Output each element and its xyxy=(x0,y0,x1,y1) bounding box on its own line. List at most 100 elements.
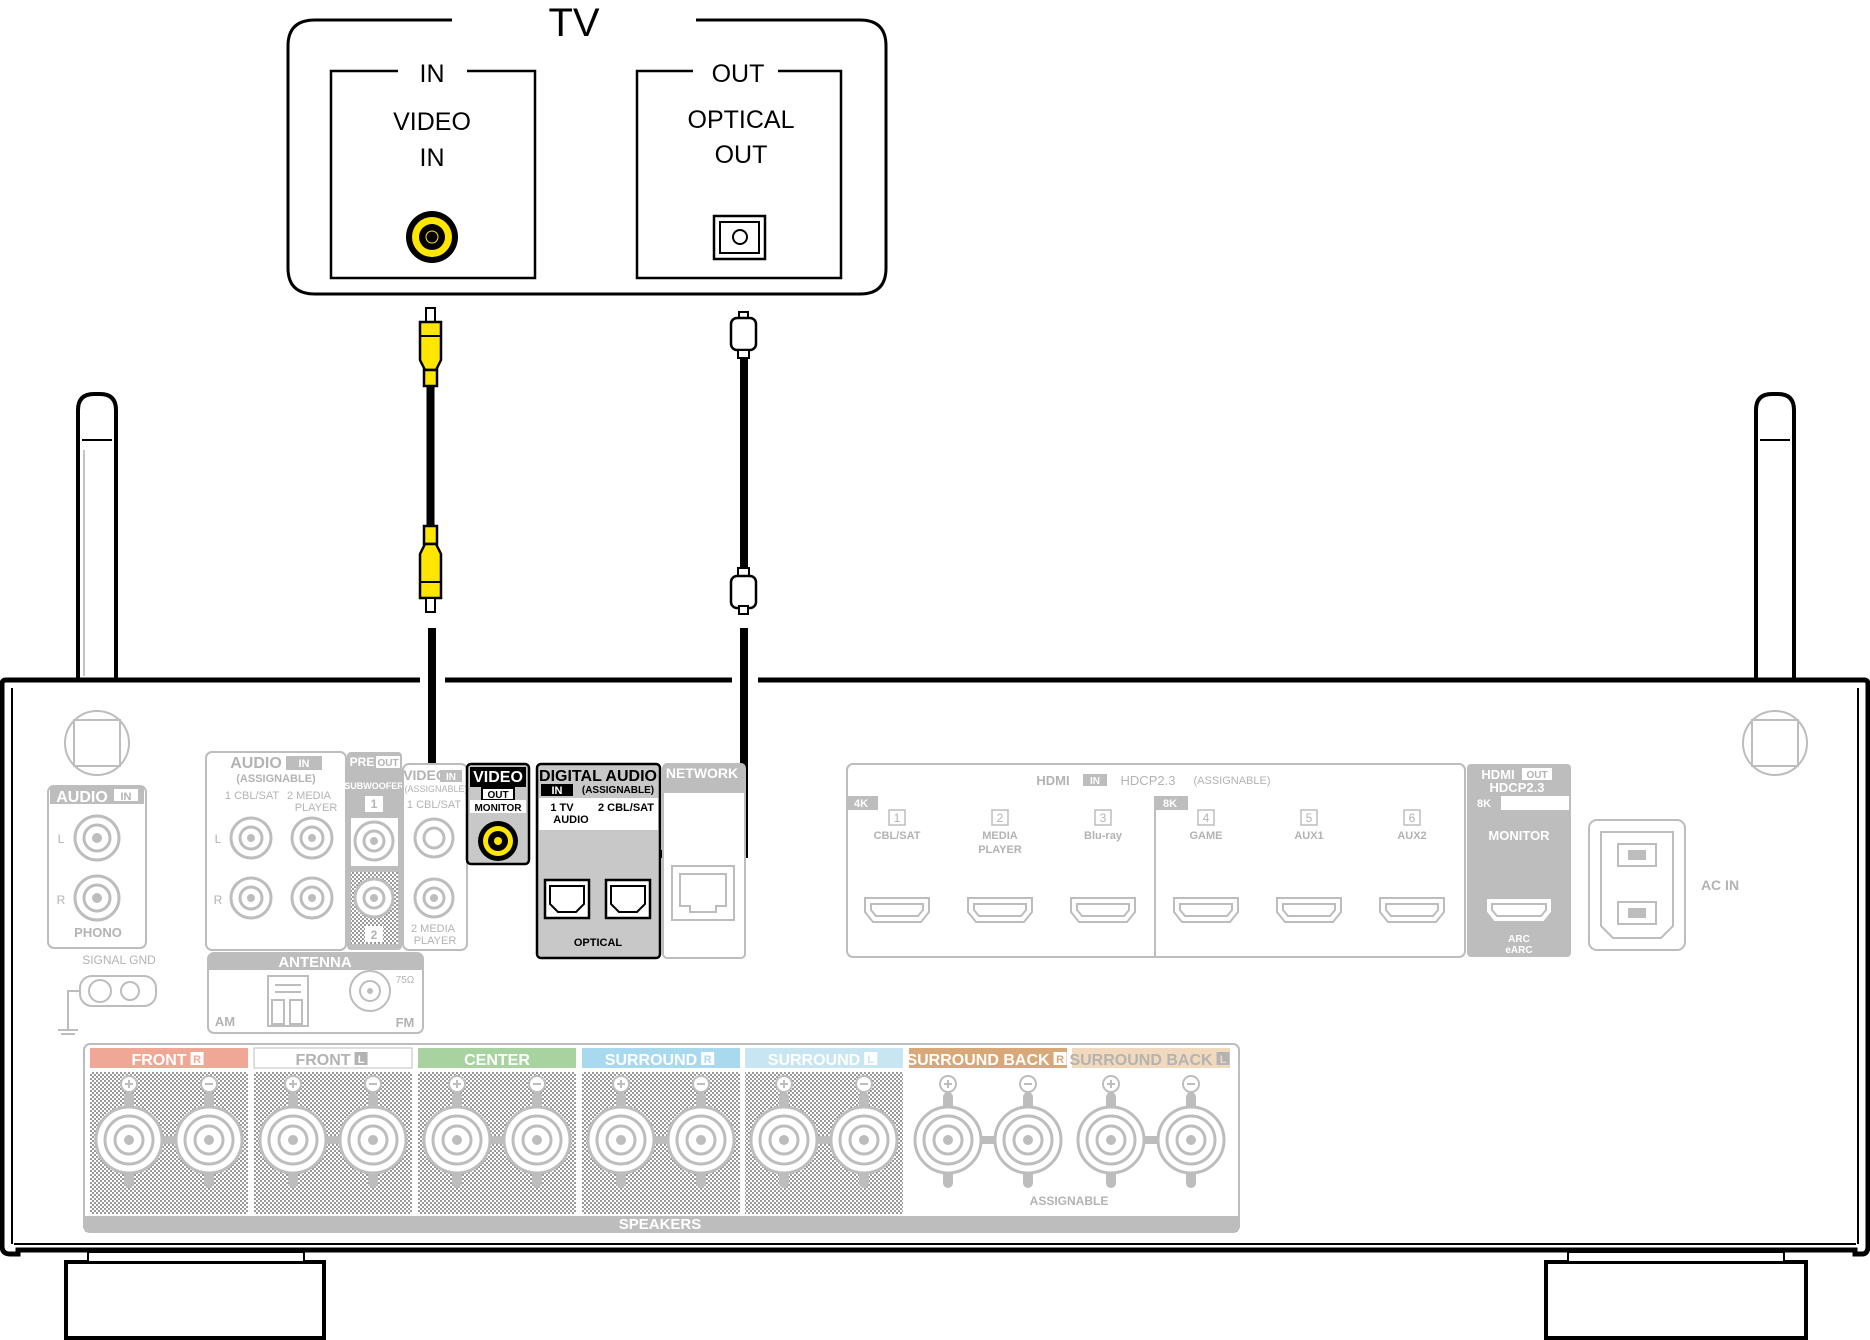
speaker-channel-label: SURROUND BACK xyxy=(1069,1052,1213,1069)
speaker-channel-side: R xyxy=(1056,1054,1064,1066)
network-title: NETWORK xyxy=(666,765,738,781)
hdmi-out-monitor-label: MONITOR xyxy=(1488,828,1550,843)
optical-in-1-tv-audio-jack[interactable] xyxy=(543,878,591,920)
speaker-terminal-plus[interactable] xyxy=(1076,1075,1146,1188)
video-out-badge: OUT xyxy=(487,790,508,801)
video-out-monitor-jack[interactable] xyxy=(478,821,518,861)
subwoofer-2-jack[interactable] xyxy=(353,877,395,919)
speaker-terminal-plus[interactable] xyxy=(749,1075,819,1188)
tv-in-header: IN xyxy=(420,60,445,88)
optical-in-2-cbl-sat-jack[interactable] xyxy=(604,878,652,920)
ac-inlet[interactable] xyxy=(1588,819,1686,951)
pre-out-sub: SUBWOOFER xyxy=(344,781,404,791)
video-in-1-jack[interactable] xyxy=(413,817,455,859)
tv-title: TV xyxy=(548,1,599,45)
hdmi-in-title: HDMI xyxy=(1036,773,1069,788)
speaker-channel-label: CENTER xyxy=(464,1052,530,1069)
fm-antenna-jack[interactable] xyxy=(349,970,391,1012)
hdmi-in-hdcp: HDCP2.3 xyxy=(1121,773,1176,788)
digital-audio-sub: (ASSIGNABLE) xyxy=(582,785,654,796)
video-in-title: VIDEO xyxy=(403,767,447,783)
video-out-panel: VIDEO OUT MONITOR xyxy=(465,762,531,866)
speaker-channel-side: L xyxy=(1220,1054,1227,1066)
network-port[interactable] xyxy=(671,865,735,921)
speaker-channel-label: FRONT xyxy=(295,1052,350,1069)
signal-gnd-terminal[interactable] xyxy=(58,975,157,1035)
audio-in-2l-jack[interactable] xyxy=(290,816,334,860)
tv-video-in-label-1: VIDEO xyxy=(393,108,471,136)
speaker-terminal-minus[interactable] xyxy=(829,1075,899,1188)
speaker-terminal-minus[interactable] xyxy=(666,1075,736,1188)
speaker-channel-label: SURROUND BACK xyxy=(906,1052,1050,1069)
speaker-terminal-minus[interactable] xyxy=(338,1075,408,1188)
speaker-terminal-plus[interactable] xyxy=(94,1075,164,1188)
tv-video-in-label-2: IN xyxy=(420,144,445,172)
hdmi-in-sub: (ASSIGNABLE) xyxy=(1193,775,1270,787)
audio-in-input2-1: 2 MEDIA xyxy=(287,790,332,802)
speaker-terminal-plus[interactable] xyxy=(913,1075,983,1188)
hdmi-in-port-label: GAME xyxy=(1190,830,1223,842)
tv-video-in-jack[interactable] xyxy=(406,211,458,263)
digital-audio-input1-1: 1 TV xyxy=(550,802,574,814)
video-out-label: MONITOR xyxy=(474,803,522,814)
pre-out-panel: PRE OUT SUBWOOFER 1 2 xyxy=(344,752,404,950)
audio-in-1r-jack[interactable] xyxy=(229,876,273,920)
hdmi-in-port-number: 1 xyxy=(894,811,901,825)
digital-audio-input2: 2 CBL/SAT xyxy=(598,802,654,814)
signal-gnd-label: SIGNAL GND xyxy=(82,953,156,967)
phono-r-jack[interactable] xyxy=(73,874,121,922)
audio-in-1l-jack[interactable] xyxy=(229,816,273,860)
phono-l-jack[interactable] xyxy=(73,814,121,862)
speaker-terminal-minus[interactable] xyxy=(993,1075,1063,1188)
hdmi-out-monitor-port[interactable] xyxy=(1485,897,1553,923)
hdmi-in-port-label: CBL/SAT xyxy=(874,830,921,842)
tv-optical-out-jack[interactable] xyxy=(712,214,767,261)
hdmi-out-title: HDMI xyxy=(1481,767,1514,782)
audio-in-2r-jack[interactable] xyxy=(290,876,334,920)
speaker-channel-surround-back-r: SURROUND BACK R xyxy=(906,1048,1067,1188)
hdmi-in-port-number: 2 xyxy=(997,811,1004,825)
hdmi-4k-label: 4K xyxy=(854,798,868,810)
speaker-terminal-plus[interactable] xyxy=(422,1075,492,1188)
phono-left-label: L xyxy=(58,832,65,846)
ac-in-label: AC IN xyxy=(1701,877,1739,893)
speaker-channel-side: R xyxy=(704,1054,712,1066)
speaker-channel-side: R xyxy=(193,1054,201,1066)
speaker-terminal-plus[interactable] xyxy=(258,1075,328,1188)
hdmi-in-panel: HDMI IN HDCP2.3 (ASSIGNABLE) 4K 8K 1CBL/… xyxy=(846,763,1466,958)
digital-audio-label: OPTICAL xyxy=(574,937,623,949)
hdmi-in-port-number: 4 xyxy=(1203,811,1210,825)
video-in-panel: VIDEO IN (ASSIGNABLE) 1 CBL/SAT 2 MEDIA … xyxy=(402,763,468,951)
hdmi-arc-label: ARC xyxy=(1508,934,1530,945)
video-in-input2-1: 2 MEDIA xyxy=(411,923,456,935)
hdmi-out-badge: OUT xyxy=(1526,770,1547,781)
speaker-channel-side: L xyxy=(358,1054,365,1066)
am-label: AM xyxy=(215,1014,235,1029)
pre-out-title: PRE xyxy=(350,755,375,769)
video-in-2-jack[interactable] xyxy=(413,877,455,919)
audio-in-title: AUDIO xyxy=(230,755,282,772)
right-antenna xyxy=(1754,392,1796,680)
audio-in-r: R xyxy=(214,893,223,907)
speaker-terminal-minus[interactable] xyxy=(1156,1075,1226,1188)
audio-in-input1: 1 CBL/SAT xyxy=(225,790,279,802)
speaker-terminal-plus[interactable] xyxy=(586,1075,656,1188)
hdmi-in-port-number: 6 xyxy=(1409,811,1416,825)
hdmi-in-port-number: 3 xyxy=(1100,811,1107,825)
digital-audio-input1-2: AUDIO xyxy=(553,814,589,826)
digital-audio-panel: DIGITAL AUDIO IN (ASSIGNABLE) 1 TV AUDIO… xyxy=(535,762,662,960)
speaker-terminal-minus[interactable] xyxy=(174,1075,244,1188)
video-out-title: VIDEO xyxy=(473,769,523,786)
am-antenna-terminal[interactable] xyxy=(267,975,309,1027)
video-in-sub: (ASSIGNABLE) xyxy=(404,784,467,794)
subwoofer-1-jack[interactable] xyxy=(353,820,395,862)
audio-in-badge: IN xyxy=(299,758,310,770)
audio-in-assignable-panel: AUDIO IN (ASSIGNABLE) 1 CBL/SAT 2 MEDIA … xyxy=(205,751,347,951)
